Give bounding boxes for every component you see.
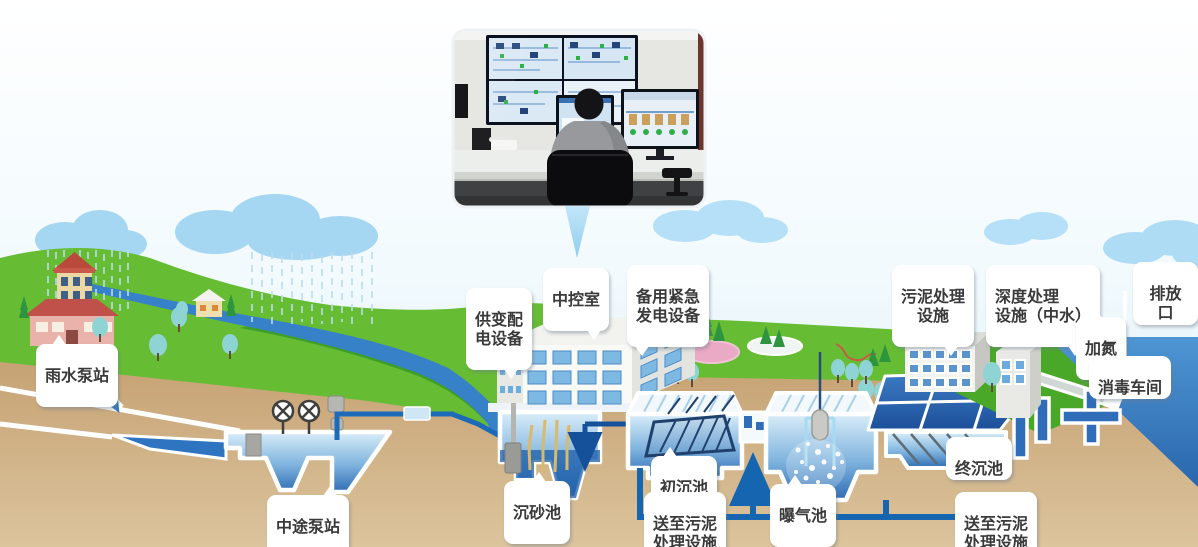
label-text: 曝气池	[779, 505, 828, 525]
operator-chair	[547, 150, 633, 207]
bubble-tail	[1068, 346, 1083, 357]
label-backup-generator: 备用紧急 发电设备	[627, 265, 710, 357]
label-rainwater-pump-station: 雨水泵站	[36, 335, 119, 407]
clouds	[35, 194, 1198, 268]
label-text: 污泥处理 设施	[901, 286, 966, 326]
label-text: 中途泵站	[276, 516, 341, 536]
bubble-tail	[532, 472, 546, 482]
grit-chamber-tank	[488, 400, 668, 501]
label-text: 加氮	[1085, 338, 1118, 358]
label-text: 初沉池	[660, 477, 709, 497]
label-discharge-outlet: 排放口	[1133, 262, 1198, 325]
label-advanced-treatment-facility: 深度处理 设施（中水）	[986, 265, 1101, 357]
bubble-tail	[1088, 308, 1102, 318]
bubble-tail	[663, 447, 677, 457]
city-buildings	[24, 252, 226, 346]
bubble-tail	[323, 486, 337, 496]
label-text: 消毒车间	[1098, 377, 1163, 397]
label-text: 供变配 电设备	[475, 309, 524, 349]
bubble-tail	[635, 346, 649, 357]
photo-pointer	[565, 206, 590, 258]
bubble-tail	[504, 369, 518, 380]
aeration-tank	[763, 352, 879, 503]
intermediate-pump-tank	[223, 395, 393, 495]
label-text: 雨水泵站	[45, 365, 110, 385]
bubble-tail	[52, 335, 66, 345]
desk-phone	[489, 137, 517, 150]
label-aeration-tank: 曝气池	[770, 475, 837, 547]
label-text: 沉砂池	[513, 502, 562, 522]
second-chair	[662, 168, 692, 196]
label-power-supply-equipment: 供变配 电设备	[466, 288, 533, 380]
bubble-tail	[587, 329, 601, 340]
trees-left	[19, 294, 238, 361]
label-text: 送至污泥 处理设施	[964, 513, 1029, 547]
desk-monitor-right	[621, 89, 699, 160]
label-intermediate-pump-station: 中途泵站	[267, 486, 350, 547]
valve-icon	[297, 399, 321, 434]
label-central-control-room: 中控室	[543, 268, 610, 340]
label-text: 中控室	[552, 289, 601, 309]
label-sludge-treatment-facility: 污泥处理 设施	[892, 265, 975, 357]
control-room-photo	[451, 28, 707, 209]
sludge-pipes	[637, 452, 1000, 520]
outlet-structure	[1012, 388, 1122, 460]
valve-icon	[271, 399, 295, 434]
label-grit-chamber: 沉砂池	[504, 472, 571, 544]
label-text: 深度处理 设施（中水）	[995, 286, 1092, 326]
inlet-pipe	[334, 406, 502, 440]
label-send-to-sludge-left: 送至污泥 处理设施	[644, 492, 727, 547]
label-text: 排放口	[1149, 283, 1182, 323]
bubble-tail	[788, 475, 802, 485]
label-text: 终沉池	[955, 458, 1004, 478]
label-disinfection-workshop: 消毒车间	[1089, 356, 1172, 400]
river	[54, 277, 516, 432]
bubble-tail	[944, 346, 958, 357]
label-text: 送至污泥 处理设施	[653, 513, 718, 547]
label-text: 备用紧急 发电设备	[636, 286, 701, 326]
label-send-to-sludge-right: 送至污泥 处理设施	[955, 492, 1038, 547]
label-final-sedimentation-tank: 终沉池	[946, 437, 1013, 481]
label-dosing: 加氮	[1076, 308, 1127, 380]
